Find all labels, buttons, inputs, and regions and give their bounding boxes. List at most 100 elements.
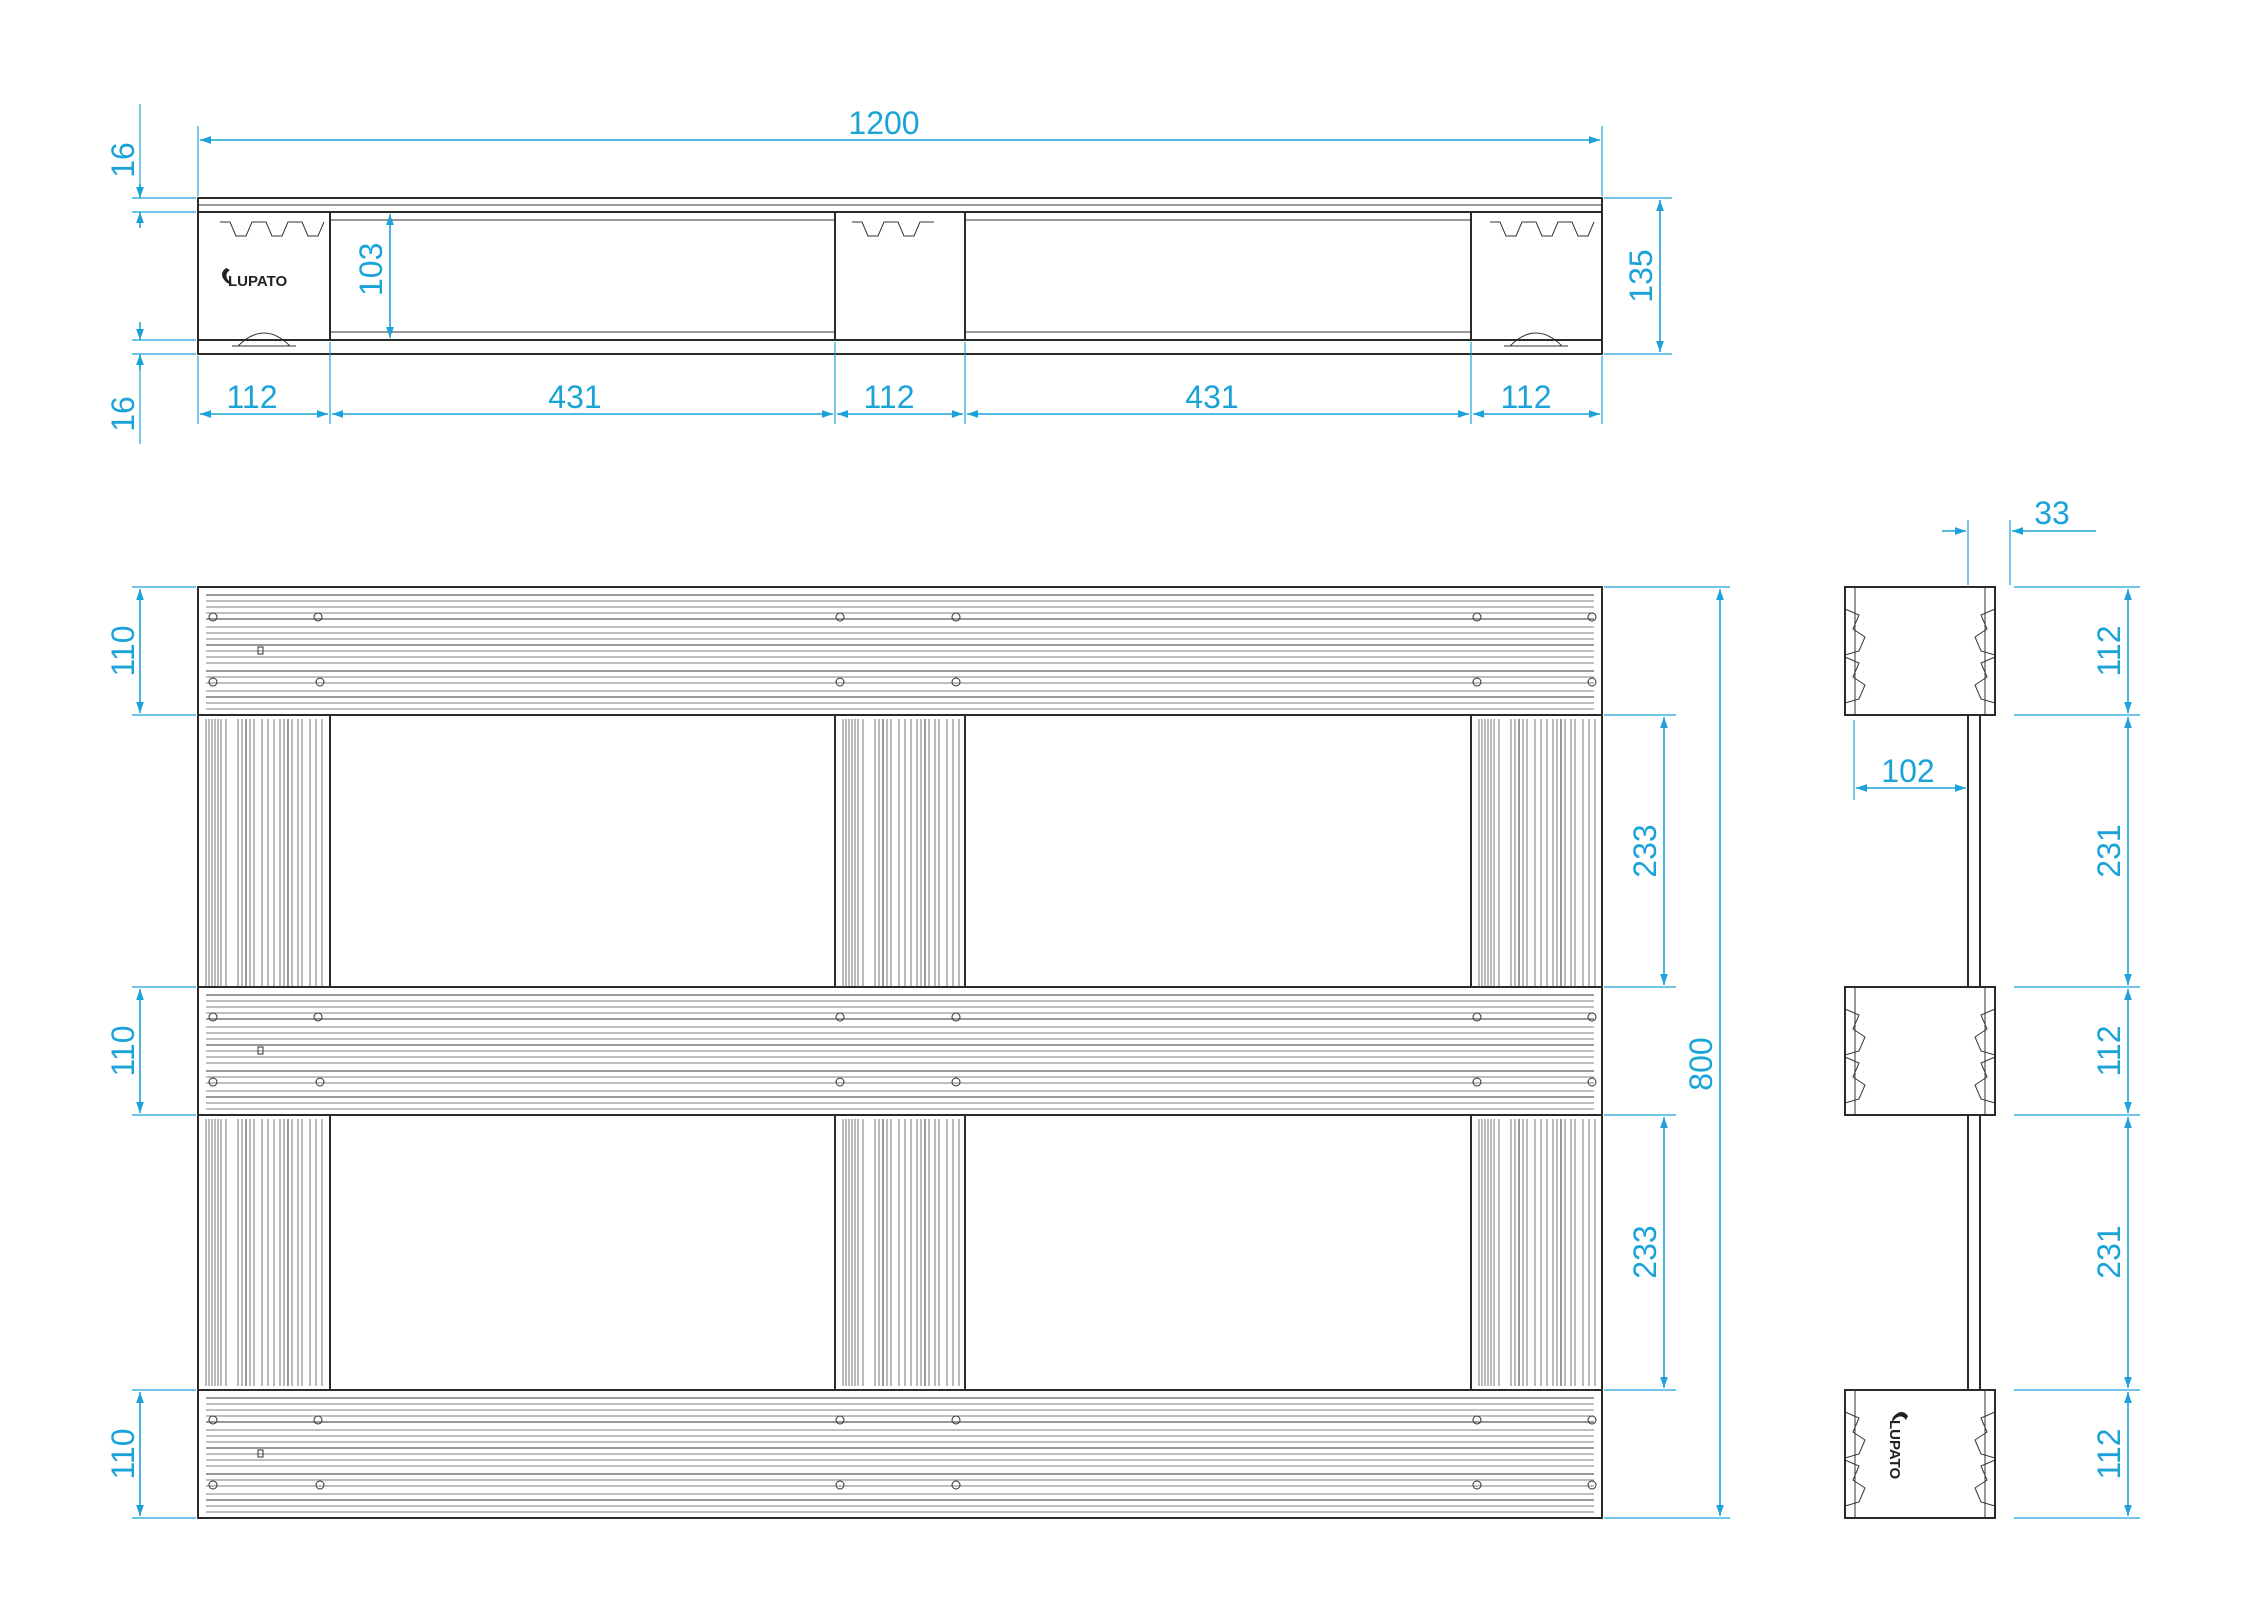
screw	[1472, 677, 1482, 687]
dim-segment-4: 431	[1185, 379, 1238, 415]
gap-dimensions: 233 233	[1604, 714, 1676, 1391]
front-opening-right	[964, 211, 1472, 341]
stringer-right-lower	[1470, 1114, 1603, 1391]
screw	[835, 1480, 845, 1490]
screw	[208, 1012, 218, 1022]
screw	[1472, 612, 1482, 622]
side-stringer-lower	[1967, 1114, 1981, 1391]
stringer-center-upper	[834, 714, 966, 992]
dim-height: 135	[1623, 249, 1659, 302]
screw	[951, 1012, 961, 1022]
screw	[951, 1077, 961, 1087]
side-notch-right	[1974, 1459, 1996, 1507]
screw	[315, 1077, 325, 1087]
screw	[1472, 1077, 1482, 1087]
board-marker	[257, 646, 264, 655]
screw	[951, 1480, 961, 1490]
segment-dimensions: 112 431 112 431 112	[197, 342, 1603, 424]
dim-side-gap-1: 231	[2091, 824, 2127, 877]
screw	[1472, 1415, 1482, 1425]
screw	[1587, 1415, 1597, 1425]
dim-segment-2: 431	[548, 379, 601, 415]
dim-segment-1: 112	[226, 379, 277, 415]
side-notch-left	[1844, 1411, 1866, 1459]
screw	[1587, 677, 1597, 687]
screw	[835, 1415, 845, 1425]
screw	[951, 677, 961, 687]
side-notch-left	[1844, 1008, 1866, 1056]
screw	[835, 1077, 845, 1087]
dim-side-gap-2: 231	[2091, 1225, 2127, 1278]
stringer-left-upper	[197, 714, 331, 992]
lupato-logo: LUPATO	[222, 268, 287, 290]
screw	[1472, 1480, 1482, 1490]
dim-top-deck: 16	[105, 142, 141, 178]
screw	[315, 677, 325, 687]
screw	[951, 612, 961, 622]
front-opening-left	[329, 211, 836, 341]
board-marker	[257, 1449, 264, 1458]
screw	[208, 612, 218, 622]
logo-text-side: LUPATO	[1886, 1420, 1903, 1479]
dim-board-width-3: 110	[105, 1428, 141, 1479]
dim-block-depth: 102	[1881, 753, 1934, 789]
side-notch-right	[1974, 608, 1996, 656]
side-notch-left	[1844, 1056, 1866, 1104]
dim-board-width-2: 110	[105, 1025, 141, 1076]
side-block	[1844, 986, 1996, 1116]
side-notch-right	[1974, 1008, 1996, 1056]
screw	[315, 1480, 325, 1490]
side-notch-right	[1974, 1056, 1996, 1104]
dim-overall-length: 1200	[848, 105, 919, 141]
screw	[1472, 1012, 1482, 1022]
dim-segment-5: 112	[1500, 379, 1551, 415]
dim-side-block-3: 112	[2091, 1428, 2127, 1479]
dim-edge-offset: 33	[2034, 495, 2070, 531]
stringer-center-lower	[834, 1114, 966, 1391]
dim-segment-3: 112	[863, 379, 914, 415]
screw	[208, 1077, 218, 1087]
side-notch-left	[1844, 608, 1866, 656]
board-marker	[257, 1046, 264, 1055]
side-notch-left	[1844, 656, 1866, 704]
screw	[1587, 1077, 1597, 1087]
screw	[835, 1012, 845, 1022]
screw	[313, 1415, 323, 1425]
screw	[208, 1415, 218, 1425]
logo-text: LUPATO	[228, 273, 287, 290]
screw	[951, 1415, 961, 1425]
side-stringer-upper	[1967, 714, 1981, 992]
screw	[208, 1480, 218, 1490]
side-dimensions: 112 231 112 231 112	[2014, 586, 2140, 1519]
lupato-logo-side: LUPATO	[1886, 1412, 1908, 1479]
front-block-right	[1470, 211, 1603, 341]
dim-board-width-1: 110	[105, 625, 141, 676]
screw	[835, 612, 845, 622]
side-block	[1844, 1389, 1996, 1519]
board-width-dimensions: 110 110 110	[105, 586, 196, 1519]
screw	[208, 677, 218, 687]
dim-overall-width: 800	[1683, 1037, 1719, 1090]
side-notch-right	[1974, 656, 1996, 704]
screw	[1587, 1012, 1597, 1022]
dim-gap-1: 233	[1627, 824, 1663, 877]
dim-bottom-deck: 16	[105, 396, 141, 432]
dim-side-block-2: 112	[2091, 1025, 2127, 1076]
screw	[835, 677, 845, 687]
dim-side-block-1: 112	[2091, 625, 2127, 676]
dim-gap-2: 233	[1627, 1225, 1663, 1278]
side-view: 33 102 112 231 112 231 112 LUPATO	[1844, 495, 2140, 1519]
side-block	[1844, 586, 1996, 716]
front-view: LUPATO 1200 135 103 16 16	[105, 104, 1672, 444]
screw	[1587, 1480, 1597, 1490]
front-block-left	[197, 211, 331, 341]
side-notch-right	[1974, 1411, 1996, 1459]
top-view: 110 110 110 233 233 800	[105, 586, 1730, 1519]
screw	[313, 612, 323, 622]
dim-opening-height: 103	[353, 243, 389, 296]
bottom-deck-board	[197, 339, 1603, 355]
screw	[1587, 612, 1597, 622]
screw	[313, 1012, 323, 1022]
side-notch-left	[1844, 1459, 1866, 1507]
